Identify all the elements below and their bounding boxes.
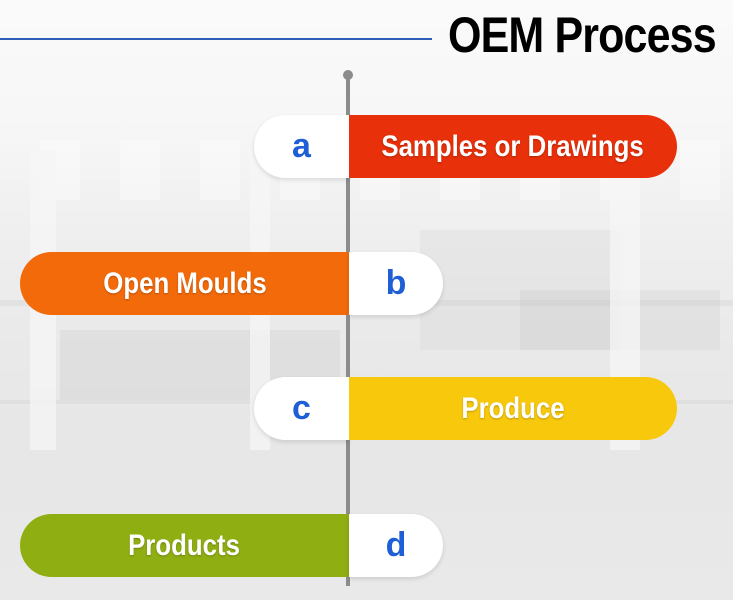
step-b-label-pill: Open Moulds	[20, 252, 349, 315]
step-b-label: Open Moulds	[102, 266, 267, 300]
title-underline	[0, 38, 432, 40]
step-d-marker: d	[349, 514, 443, 577]
timeline-start-dot	[343, 70, 353, 80]
step-a-label: Samples or Drawings	[381, 129, 645, 163]
step-a-label-pill: Samples or Drawings	[349, 115, 677, 178]
step-c-letter: c	[292, 389, 311, 427]
step-b-marker: b	[349, 252, 443, 315]
step-c-marker: c	[254, 377, 349, 440]
step-a-marker: a	[254, 115, 349, 178]
timeline-axis	[346, 74, 350, 586]
step-a-letter: a	[292, 127, 311, 165]
step-c-label: Produce	[461, 391, 565, 425]
step-c-label-pill: Produce	[349, 377, 677, 440]
step-d-letter: d	[385, 526, 407, 564]
step-d-label-pill: Products	[20, 514, 349, 577]
step-b-letter: b	[385, 264, 407, 302]
step-d-label: Products	[128, 528, 241, 562]
page-title: OEM Process	[448, 7, 717, 63]
